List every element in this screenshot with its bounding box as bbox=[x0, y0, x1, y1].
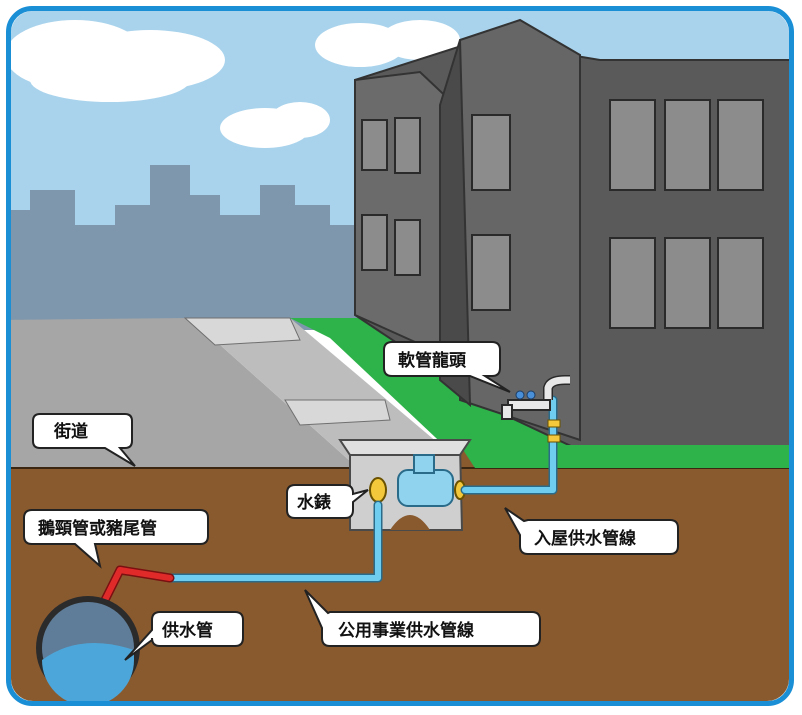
callout-meter: 水錶 bbox=[286, 484, 369, 519]
callout-utility-line: 公用事業供水管線 bbox=[304, 589, 541, 647]
label-street: 街道 bbox=[53, 421, 88, 442]
water-pipes bbox=[100, 395, 558, 605]
clouds bbox=[11, 20, 460, 148]
curb bbox=[183, 317, 301, 346]
label-faucet: 軟管龍頭 bbox=[398, 350, 467, 371]
callout-faucet: 軟管龍頭 bbox=[383, 341, 511, 393]
label-gooseneck: 鵝頸管或豬尾管 bbox=[38, 518, 157, 539]
diagram-frame bbox=[6, 6, 794, 706]
label-house-line: 入屋供水管線 bbox=[534, 528, 636, 549]
water-meter-icon bbox=[369, 454, 466, 507]
faucet-icon bbox=[501, 375, 570, 420]
curb-2 bbox=[284, 399, 391, 426]
label-utility-line: 公用事業供水管線 bbox=[338, 620, 474, 641]
callout-street: 街道 bbox=[32, 413, 136, 467]
callout-main: 供水管 bbox=[124, 611, 244, 661]
callout-house-line: 入屋供水管線 bbox=[504, 507, 679, 555]
water-main-icon bbox=[36, 596, 140, 701]
city-skyline-icon bbox=[11, 165, 370, 330]
building-icon bbox=[354, 18, 789, 456]
sidewalk bbox=[190, 318, 470, 470]
callout-gooseneck: 鵝頸管或豬尾管 bbox=[23, 509, 209, 569]
label-meter: 水錶 bbox=[297, 492, 331, 513]
label-main: 供水管 bbox=[161, 620, 213, 641]
